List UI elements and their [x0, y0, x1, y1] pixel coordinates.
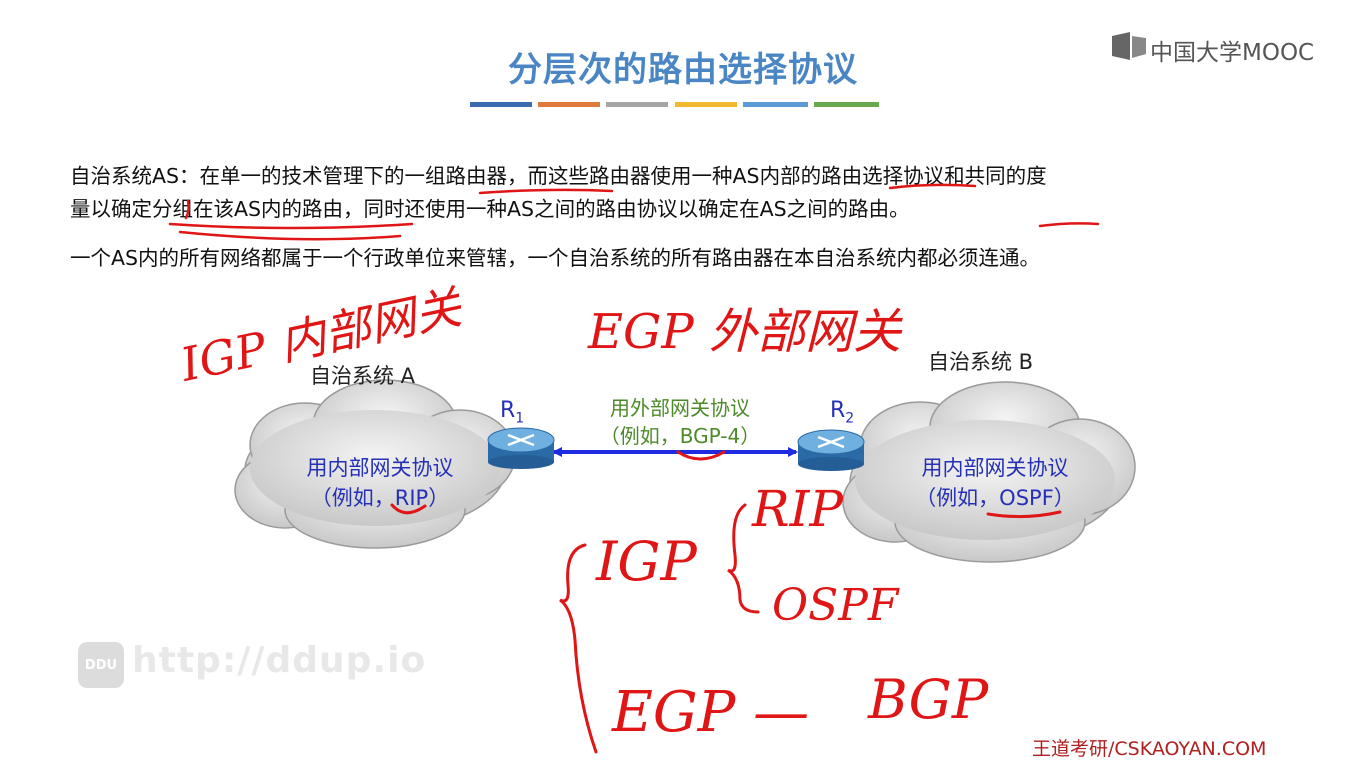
definition-line-2: 量以确定分组在该AS内的路由，同时还使用一种AS之间的路由协议以确定在AS之间的… [70, 197, 910, 221]
footer-credit: 王道考研/CSKAOYAN.COM [1032, 738, 1267, 760]
title-color-bar-4 [675, 102, 737, 107]
handwritten-bgp: BGP [868, 668, 989, 731]
watermark-url: http://ddup.io [132, 640, 427, 681]
bgp-link-arrow [552, 447, 798, 457]
cloud-a-protocol-line-1: 用内部网关协议 [306, 456, 454, 480]
router-r2-icon [797, 429, 865, 471]
router-r1-label: R1 [500, 398, 525, 427]
router-r1-icon [487, 427, 555, 469]
title-color-bar-1 [470, 102, 532, 107]
definition-line-1: 自治系统AS：在单一的技术管理下的一组路由器，而这些路由器使用一种AS内部的路由… [70, 164, 1047, 188]
handwritten-egp-note: EGP 外部网关 [588, 304, 901, 360]
title-color-bar-2 [538, 102, 600, 107]
as-b-label: 自治系统 B [928, 350, 1034, 374]
link-protocol-line-2: （例如，BGP-4） [599, 424, 761, 448]
mooc-logo-text: 中国大学MOOC [1150, 40, 1315, 66]
handwritten-egp-brace-label: EGP — [612, 680, 810, 745]
handwritten-rip: RIP [752, 480, 844, 538]
router-r2-label: R2 [830, 398, 855, 427]
mooc-logo-icon [1112, 32, 1146, 60]
title-color-bar-5 [743, 102, 808, 107]
cloud-as-a [234, 379, 516, 549]
handwritten-ospf: OSPF [772, 580, 899, 631]
cloud-b-protocol-line-1: 用内部网关协议 [921, 456, 1069, 480]
title-color-bar-3 [606, 102, 668, 107]
link-protocol-line-1: 用外部网关协议 [610, 396, 750, 420]
ddu-badge-icon: DDU [78, 642, 124, 688]
slide-title: 分层次的路由选择协议 [508, 50, 858, 90]
title-color-bar-6 [814, 102, 879, 107]
cloud-b-protocol-line-2: （例如，OSPF） [915, 486, 1075, 510]
handwritten-igp-brace-label: IGP [596, 530, 697, 593]
as-a-label: 自治系统 A [310, 364, 416, 388]
definition-line-3: 一个AS内的所有网络都属于一个行政单位来管辖，一个自治系统的所有路由器在本自治系… [70, 246, 1041, 270]
